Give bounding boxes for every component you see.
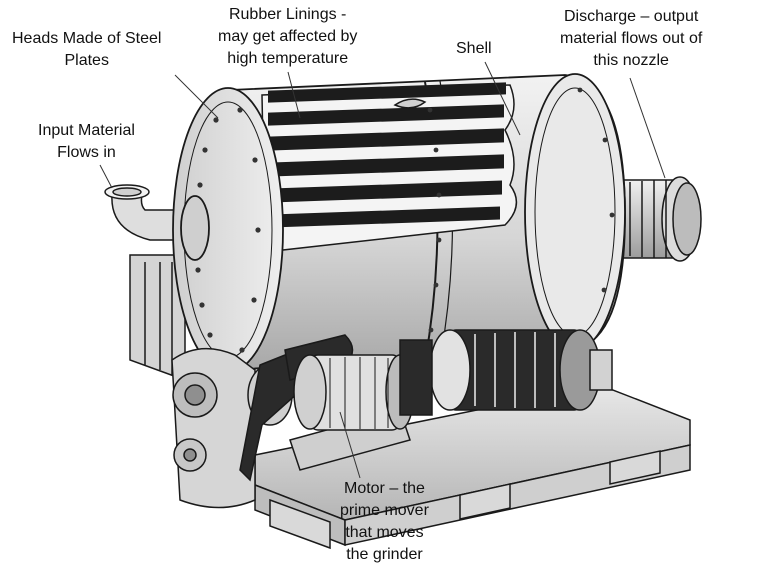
- inlet-head: [172, 87, 284, 373]
- label-shell-line-1: Shell: [456, 40, 492, 57]
- label-discharge-line-2: material flows out of: [560, 30, 703, 47]
- leader-input: [99, 164, 113, 189]
- label-shell: Shell: [456, 38, 492, 60]
- label-heads-line-2: Plates: [64, 52, 109, 69]
- label-discharge-line-3: this nozzle: [593, 52, 669, 69]
- gearbox: [171, 347, 256, 509]
- leader-discharge: [629, 77, 666, 179]
- label-heads: Heads Made of Steel Plates: [12, 28, 161, 72]
- leader-heads: [174, 74, 219, 119]
- leader-motor: [339, 411, 361, 479]
- label-motor-line-4: the grinder: [346, 546, 423, 563]
- rubber-linings-cutaway: [261, 82, 518, 253]
- label-rubber-line-1: Rubber Linings -: [228, 6, 347, 23]
- label-motor-line-3: that moves: [345, 524, 424, 541]
- label-rubber-line-3: high temperature: [227, 50, 349, 67]
- label-motor: Motor – the prime mover that moves the g…: [340, 478, 429, 566]
- base-frame: [254, 384, 691, 550]
- label-heads-line-1: Heads Made of Steel: [12, 30, 162, 47]
- label-discharge: Discharge – output material flows out of…: [560, 6, 702, 72]
- label-rubber-line-2: may get affected by: [218, 28, 358, 45]
- label-input-line-1: Input Material: [38, 122, 135, 139]
- leader-shell: [484, 61, 521, 136]
- label-discharge-line-1: Discharge – output: [563, 8, 699, 25]
- leader-rubber: [287, 71, 301, 119]
- label-input-material: Input Material Flows in: [38, 120, 135, 164]
- label-rubber-linings: Rubber Linings - may get affected by hig…: [218, 4, 357, 70]
- discharge-nozzle: [617, 176, 702, 262]
- gear-drum: [429, 329, 613, 411]
- label-motor-line-1: Motor – the: [343, 480, 425, 497]
- motor: [289, 339, 433, 471]
- leader-lines: [99, 61, 666, 479]
- label-input-line-2: Flows in: [57, 144, 116, 161]
- label-motor-line-2: prime mover: [340, 502, 429, 519]
